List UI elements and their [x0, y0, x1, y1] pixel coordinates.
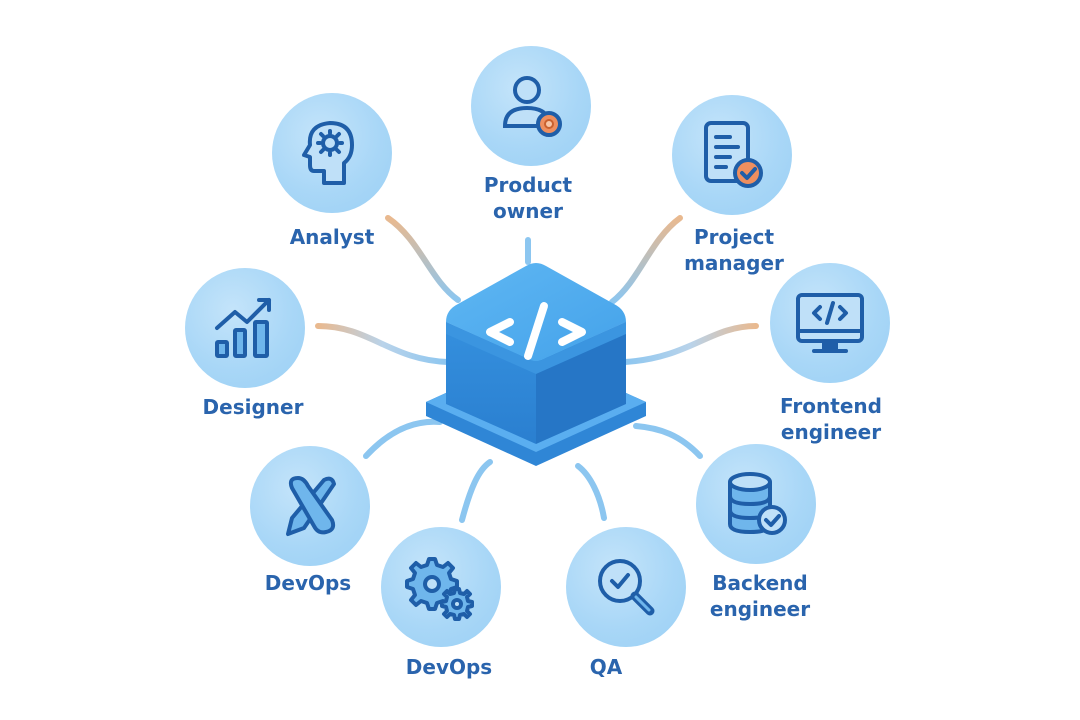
magnifier-check-icon: [598, 559, 655, 616]
role-label-designer: Designer: [202, 395, 304, 419]
role-node-devops-1: [250, 446, 370, 566]
document-check-icon: [704, 121, 763, 188]
central-code-hub: [418, 252, 654, 474]
role-label-qa: QA: [589, 655, 623, 679]
role-label-devops-1: DevOps: [264, 571, 352, 595]
role-label-devops-2: DevOps: [405, 655, 493, 679]
role-node-backend-engineer: [696, 444, 816, 564]
role-node-qa: [566, 527, 686, 647]
role-node-project-manager: [672, 95, 792, 215]
role-label-project-manager: Project manager: [684, 225, 784, 275]
role-node-product-owner: [471, 46, 591, 166]
gears-icon: [405, 557, 474, 621]
role-label-product-owner: Product owner: [483, 173, 573, 223]
pencil-brush-icon: [286, 476, 336, 536]
database-check-icon: [728, 472, 787, 535]
chart-growth-icon: [215, 298, 271, 358]
code-brackets-icon: [426, 263, 646, 466]
head-gear-icon: [302, 121, 354, 185]
role-node-devops-2: [381, 527, 501, 647]
role-node-designer: [185, 268, 305, 388]
role-node-analyst: [272, 93, 392, 213]
role-label-frontend-engineer: Frontend engineer: [780, 394, 882, 444]
role-node-frontend-engineer: [770, 263, 890, 383]
role-label-backend-engineer: Backend engineer: [709, 571, 811, 621]
role-label-analyst: Analyst: [289, 225, 375, 249]
monitor-code-icon: [796, 293, 864, 353]
user-target-icon: [502, 76, 562, 137]
